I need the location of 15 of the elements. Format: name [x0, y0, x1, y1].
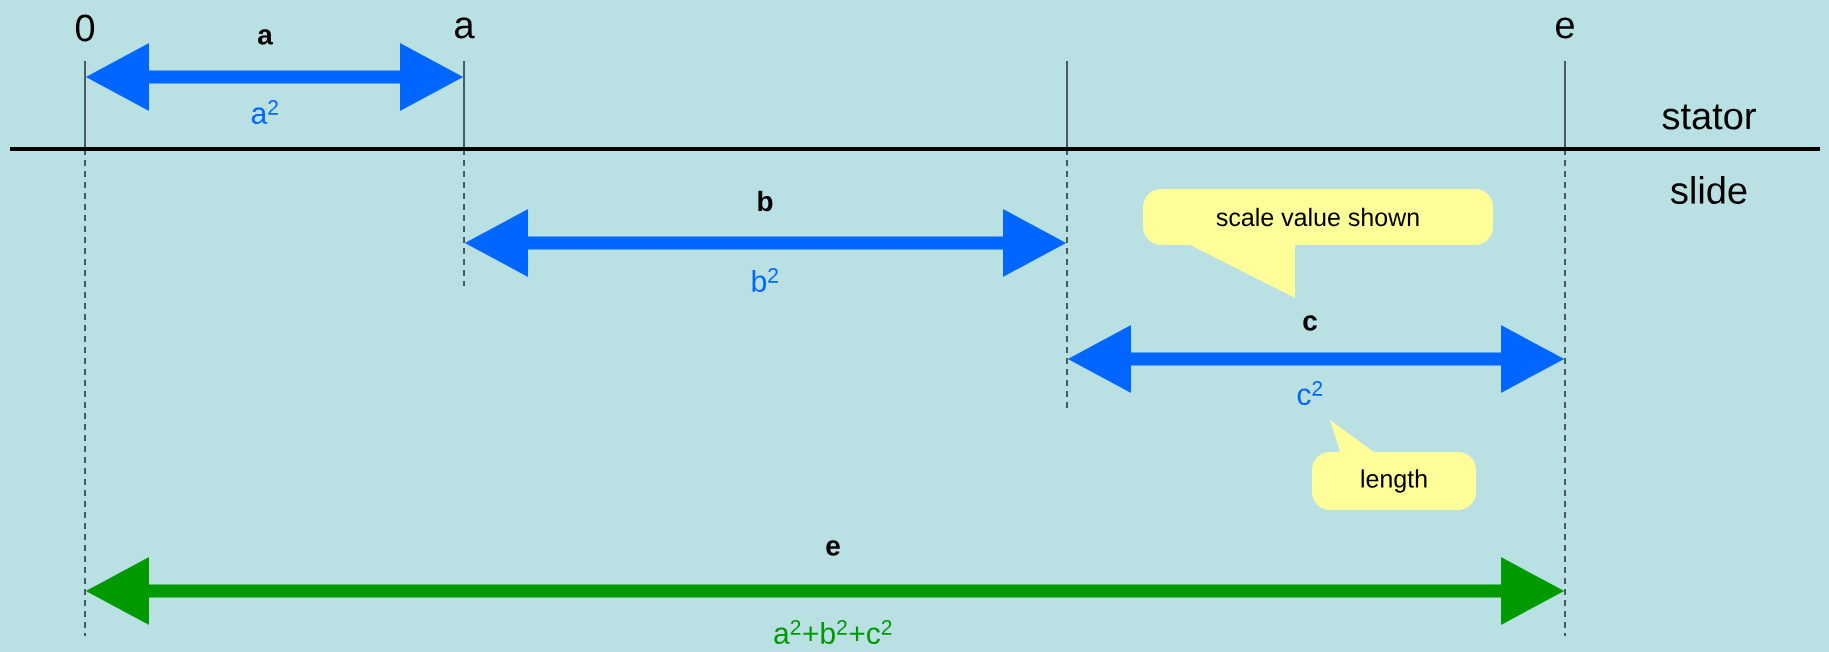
dimension-label: c — [1303, 315, 1317, 331]
tick-label: 0 — [75, 14, 95, 42]
measure-label: c$^{2}$ — [1297, 381, 1323, 405]
scale-label: slide — [1671, 176, 1747, 204]
dimension-label: e — [826, 540, 840, 556]
measure-label: b$^{2}$ — [752, 268, 778, 292]
measure-label: a$^{2}$ — [251, 100, 278, 124]
dimension-label: b — [758, 190, 773, 212]
dimension-label: a — [258, 29, 273, 45]
measure-label: a$^{2}$+b$^{2}$+c$^{2}$ — [774, 620, 892, 644]
speech-bubble: scale value shown — [1143, 189, 1493, 298]
tick-label: e — [1556, 17, 1574, 39]
scale-label: stator — [1662, 104, 1756, 130]
tick-label: a — [455, 17, 475, 39]
speech-bubble: length — [1312, 420, 1476, 510]
